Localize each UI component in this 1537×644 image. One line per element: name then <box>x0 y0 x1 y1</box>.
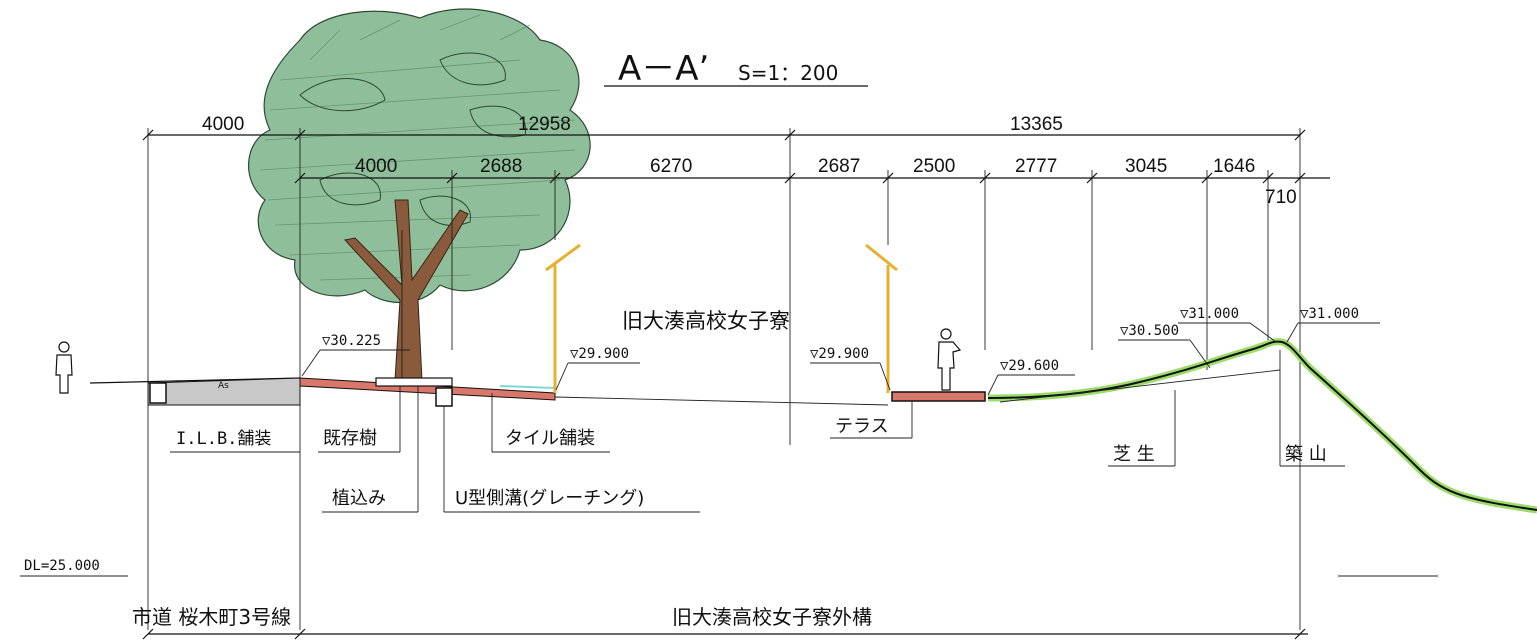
dim-row2-5: 2777 <box>1015 156 1057 177</box>
human-figure-terrace <box>937 328 962 391</box>
asphalt-mark: As <box>218 381 229 391</box>
dim-row2-2: 6270 <box>650 156 692 177</box>
lawn-mound <box>987 338 1537 514</box>
label-lawn: 芝 生 <box>1113 444 1155 465</box>
section-scale: S=1：200 <box>738 61 838 85</box>
dim-row2-0: 4000 <box>355 156 397 177</box>
dim-row2-4: 2500 <box>913 156 955 177</box>
title-block: A－A’ S=1：200 <box>604 49 868 89</box>
dim-row2-7: 1646 <box>1213 156 1255 177</box>
ground-section: As <box>89 243 1537 514</box>
elevation-30500: ▽30.500 <box>1120 323 1179 339</box>
canopy-posts <box>545 243 898 393</box>
label-road: 市道 桜木町3号線 <box>132 605 291 629</box>
tree-canopy <box>248 8 591 304</box>
label-datum: DL=25.000 <box>24 558 100 574</box>
dim-row2-6: 3045 <box>1125 156 1167 177</box>
section-title: A－A’ <box>618 49 709 89</box>
elevation-29900-left: ▽29.900 <box>570 346 629 362</box>
label-planting: 植込み <box>332 488 386 509</box>
road-gutter <box>149 382 167 404</box>
dim-top-4000: 4000 <box>202 114 244 135</box>
bottom-labels: 市道 桜木町3号線 旧大湊高校女子寮外構 <box>132 605 1308 640</box>
label-ilb: I.L.B.舗装 <box>176 429 271 449</box>
dimension-lines: 4000 12958 13365 4000 2688 6270 2687 250… <box>142 114 1330 630</box>
dim-top-13365: 13365 <box>1010 114 1063 135</box>
elevation-29900-right: ▽29.900 <box>810 346 869 362</box>
tree-trunk <box>344 199 469 381</box>
human-figure-left <box>55 341 73 394</box>
dim-top-12958: 12958 <box>518 114 571 135</box>
dim-row2-3: 2687 <box>818 156 860 177</box>
elevation-31000-left: ▽31.000 <box>1180 306 1239 322</box>
label-existing-tree: 既存樹 <box>323 428 377 449</box>
elevation-marks: ▽30.225 ▽29.900 ▽29.900 ▽29.600 ▽30.500 … <box>301 306 1380 396</box>
label-terrace: テラス <box>835 416 889 437</box>
existing-tree-illustration <box>248 8 591 381</box>
label-building: 旧大湊高校女子寮 <box>622 309 790 333</box>
elevation-31000-right: ▽31.000 <box>1300 306 1359 322</box>
dim-710: 710 <box>1265 187 1297 208</box>
callout-labels: 旧大湊高校女子寮 I.L.B.舗装 既存樹 タイル舗装 植込み U型側溝(グレー… <box>20 309 1438 577</box>
asphalt-road <box>147 377 301 406</box>
tile-paving <box>299 377 556 401</box>
elevation-29600: ▽29.600 <box>1000 358 1059 374</box>
label-tile: タイル舗装 <box>505 428 595 449</box>
terrace-slab <box>891 391 986 402</box>
elevation-30225: ▽30.225 <box>322 333 381 349</box>
label-u-ditch: U型側溝(グレーチング) <box>455 488 644 509</box>
planting-box <box>375 377 453 387</box>
label-mound: 築 山 <box>1285 444 1327 465</box>
label-site: 旧大湊高校女子寮外構 <box>672 605 872 629</box>
dim-row2-1: 2688 <box>480 156 522 177</box>
u-ditch <box>435 387 453 407</box>
